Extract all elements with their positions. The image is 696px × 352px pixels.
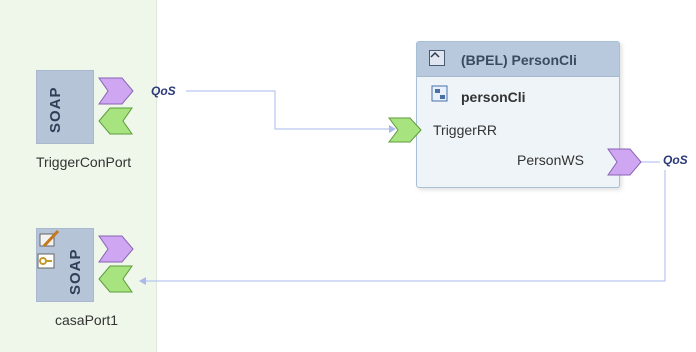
bpel-module-icon — [431, 85, 448, 102]
port-name-trigger: TriggerConPort — [36, 154, 132, 170]
qos-label-personws[interactable]: QoS — [663, 153, 688, 167]
component-title: (BPEL) PersonCli — [461, 52, 577, 68]
green-chevron-icon — [388, 117, 422, 143]
collapse-toggle-icon — [430, 51, 440, 58]
purple-chevron-icon — [98, 235, 134, 263]
green-chevron-icon — [98, 265, 133, 293]
bpel-component-box[interactable]: (BPEL) PersonCli personCli TriggerRR Per… — [416, 41, 620, 188]
connection-arrowhead — [139, 277, 146, 285]
component-name: personCli — [461, 89, 526, 105]
port-name-casa: casaPort1 — [55, 312, 119, 328]
connection-trigger-to-bpel — [186, 90, 389, 130]
key-icon — [37, 253, 55, 269]
purple-chevron-icon — [98, 77, 134, 105]
connection-arrowhead — [389, 125, 396, 133]
soap-port-block-trigger[interactable]: SOAP — [36, 70, 94, 144]
edit-pencil-icon — [39, 229, 60, 248]
purple-chevron-icon — [607, 148, 642, 176]
component-header: (BPEL) PersonCli — [417, 42, 619, 77]
qos-label-trigger[interactable]: QoS — [151, 84, 176, 98]
green-chevron-icon — [98, 107, 133, 135]
provide-endpoint-label: PersonWS — [517, 152, 584, 168]
connection-personws-to-casa — [146, 170, 666, 282]
consume-endpoint-label: TriggerRR — [433, 122, 498, 138]
